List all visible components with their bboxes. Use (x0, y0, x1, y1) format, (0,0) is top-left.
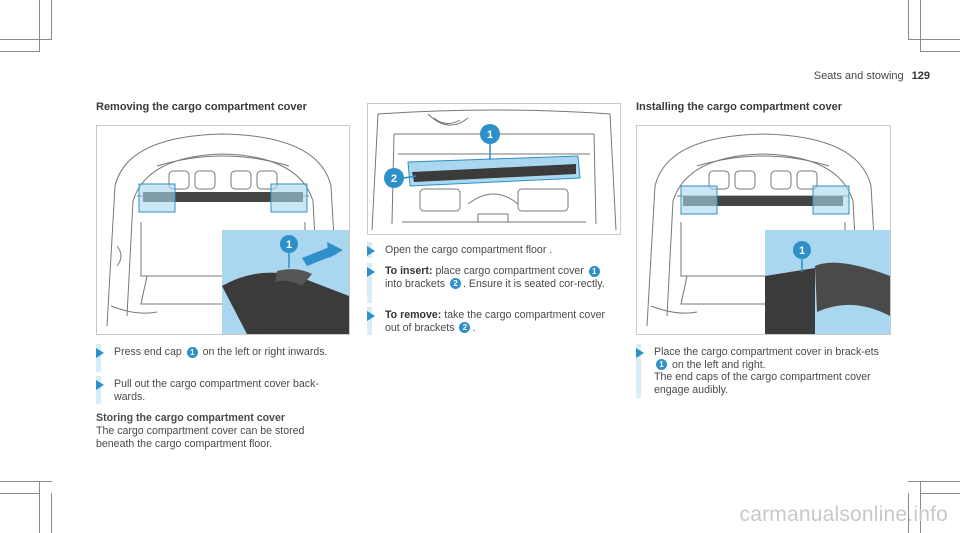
step-pull-out: Pull out the cargo compartment cover bac… (96, 376, 348, 404)
arrow-icon (367, 267, 375, 277)
crop-mark (0, 493, 40, 494)
crop-mark (0, 39, 52, 40)
step-open-floor: Open the cargo compartment floor . (367, 242, 619, 258)
illustration-cargo-install: 1 (646, 133, 890, 334)
label-remove: To remove: (385, 309, 442, 321)
figure-installing: 1 (636, 125, 891, 335)
crop-mark (908, 0, 909, 40)
callout-2: 2 (391, 173, 397, 185)
step-bar (96, 344, 101, 372)
section-heading-installing: Installing the cargo compartment cover (636, 101, 842, 113)
crop-mark (920, 493, 960, 494)
step-text: take the cargo compartment cover out of … (385, 309, 606, 334)
crop-mark (908, 481, 960, 482)
callout-number: 2 (459, 322, 471, 334)
figure-removing: 1 (96, 125, 350, 335)
step-text: on the left or right inwards. (202, 346, 328, 358)
arrow-icon (96, 380, 104, 390)
crop-mark (39, 0, 40, 52)
crop-mark (0, 51, 40, 52)
crop-mark (51, 0, 52, 40)
step-text: Press end cap (114, 346, 182, 358)
step-text: . (472, 321, 476, 334)
page-header: Seats and stowing 129 (814, 70, 930, 82)
crop-mark (39, 481, 40, 533)
step-place-cover: Place the cargo compartment cover in bra… (636, 344, 889, 398)
crop-mark (920, 0, 921, 52)
step-text: place cargo compartment cover (435, 265, 584, 277)
crop-mark (908, 39, 960, 40)
step-text: . Ensure it is seated cor-rectly. (463, 277, 605, 290)
callout-number: 1 (186, 346, 198, 358)
step-remove: To remove: take the cargo compartment co… (367, 307, 619, 335)
step-insert: To insert: place cargo compartment cover… (367, 263, 619, 303)
heading-storing: Storing the cargo compartment cover (96, 412, 285, 424)
callout-number: 1 (656, 359, 667, 371)
step-text: Place the cargo compartment cover in bra… (654, 346, 879, 358)
crop-mark (51, 493, 52, 533)
section-heading-removing: Removing the cargo compartment cover (96, 101, 307, 113)
step-text: Open the cargo compartment floor . (385, 244, 553, 256)
figure-storing: 1 2 (367, 103, 621, 235)
arrow-icon (367, 311, 375, 321)
illustration-cargo-rear: 1 (106, 133, 349, 334)
label-insert: To insert: (385, 265, 433, 277)
step-bar (96, 376, 101, 404)
crop-mark (908, 493, 909, 533)
page-number: 129 (911, 70, 930, 82)
callout-1: 1 (286, 239, 292, 251)
storing-text: The cargo compartment cover can be store… (96, 425, 305, 450)
callout-number: 1 (588, 265, 600, 277)
arrow-icon (367, 246, 375, 256)
arrow-icon (96, 348, 104, 358)
step-bar (367, 307, 372, 335)
crop-mark (920, 481, 921, 533)
arrow-icon (636, 348, 644, 358)
illustration-cargo-floor: 1 2 (371, 109, 617, 231)
callout-1: 1 (799, 245, 805, 257)
callout-1: 1 (487, 129, 493, 141)
step-bar (367, 263, 372, 303)
step-text: Pull out the cargo compartment cover bac… (114, 378, 319, 403)
watermark: carmanualsonline.info (739, 503, 948, 526)
step-text: into brackets (385, 277, 446, 290)
crop-mark (0, 481, 52, 482)
callout-number: 2 (450, 278, 462, 290)
crop-mark (920, 51, 960, 52)
step-bar (636, 344, 641, 398)
step-press-end-cap: Press end cap 1 on the left or right inw… (96, 344, 348, 372)
step-text: on the left and right. (671, 358, 766, 371)
step-text: The end caps of the cargo compartment co… (654, 371, 871, 396)
section-title: Seats and stowing (813, 70, 904, 82)
